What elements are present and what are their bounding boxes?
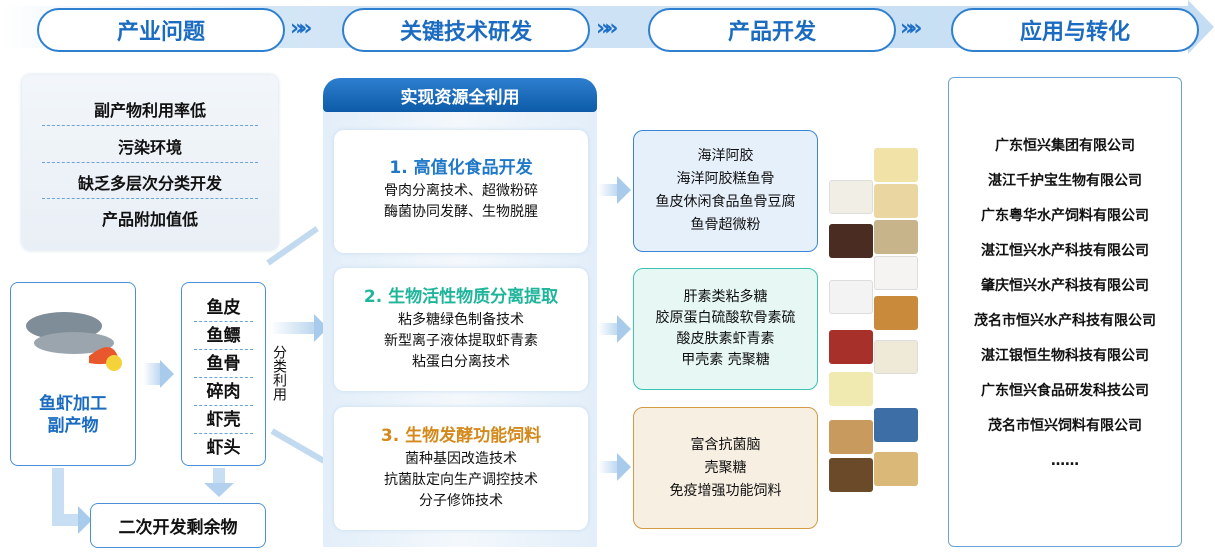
- product-item: 胶原蛋白硫酸软骨素硫: [655, 310, 796, 326]
- tech-card-food: 1. 高值化食品开发 骨肉分离技术、超微粉碎 酶菌协同发酵、生物脱腥: [334, 130, 588, 253]
- stage-product-dev: 产品开发: [648, 8, 896, 52]
- arrow: [143, 363, 161, 385]
- tech-line: 抗菌肽定向生产调控技术: [384, 472, 538, 488]
- problem-item: 产品附加值低: [101, 210, 198, 229]
- product-item: 肝素类粘多糖: [683, 289, 768, 305]
- arrow-down-icon: [204, 483, 234, 497]
- problem-item: 污染环境: [117, 138, 182, 157]
- stage-key-tech: 关键技术研发: [342, 8, 590, 52]
- company-item: 湛江千护宝生物有限公司: [988, 173, 1142, 189]
- arrow: [52, 468, 64, 526]
- residue-box: 二次开发剩余物: [90, 503, 266, 548]
- part-item: 鱼鳔: [206, 326, 241, 346]
- source-label: 鱼虾加工: [39, 394, 107, 414]
- tech-line: 粘蛋白分离技术: [412, 354, 510, 370]
- company-item: 肇庆恒兴水产科技有限公司: [981, 278, 1149, 294]
- arrow-to-tech3: [270, 428, 326, 464]
- product-photo: [874, 220, 918, 254]
- arrow-right-icon: [617, 453, 631, 481]
- tech-card-feed: 3. 生物发酵功能饲料 菌种基因改造技术 抗菌肽定向生产调控技术 分子修饰技术: [334, 407, 588, 530]
- product-photo: [874, 452, 918, 486]
- product-photo: [829, 180, 873, 214]
- product-item: 鱼皮休闲食品鱼骨豆腐: [655, 194, 796, 210]
- source-box: 鱼虾加工 副产物: [10, 282, 136, 466]
- company-item: 广东恒兴食品研发科技公司: [981, 383, 1149, 399]
- source-label: 副产物: [47, 416, 99, 436]
- tech-title: 1. 高值化食品开发: [389, 158, 533, 178]
- arrow-right-icon: [617, 176, 631, 204]
- problem-item: 缺乏多层次分类开发: [77, 174, 222, 193]
- arrow: [598, 184, 618, 196]
- problem-item: 副产物利用率低: [93, 101, 206, 120]
- tech-column-header: 实现资源全利用: [323, 78, 597, 112]
- product-box-food: 海洋阿胶 海洋阿胶糕鱼骨 鱼皮休闲食品鱼骨豆腐 鱼骨超微粉: [633, 130, 818, 252]
- product-photo: [829, 372, 873, 406]
- product-photo: [874, 408, 918, 442]
- tech-title: 2. 生物活性物质分离提取: [363, 287, 559, 307]
- tech-line: 菌种基因改造技术: [405, 451, 517, 467]
- tech-line: 酶菌协同发酵、生物脱腥: [384, 204, 538, 220]
- part-item: 虾壳: [206, 410, 241, 430]
- product-photo: [829, 280, 873, 314]
- companies-panel: 广东恒兴集团有限公司 湛江千护宝生物有限公司 广东粤华水产饲料有限公司 湛江恒兴…: [948, 77, 1182, 547]
- classify-label: 分类利用: [271, 345, 287, 401]
- product-item: 免疫增强功能饲料: [669, 482, 782, 499]
- arrow-right-icon: [160, 360, 174, 388]
- part-item: 鱼皮: [206, 298, 241, 318]
- product-photo: [829, 330, 873, 364]
- arrow: [52, 514, 80, 526]
- problems-panel: 副产物利用率低 污染环境 缺乏多层次分类开发 产品附加值低: [22, 75, 278, 250]
- product-box-feed: 富含抗菌脑 壳聚糖 免疫增强功能饲料: [633, 407, 818, 529]
- product-photo: [829, 224, 873, 258]
- tech-title: 3. 生物发酵功能饲料: [380, 426, 542, 446]
- chevron-icon: »»: [900, 16, 923, 41]
- product-item: 海洋阿胶糕鱼骨: [676, 171, 775, 187]
- company-item: 广东粤华水产饲料有限公司: [981, 208, 1149, 224]
- product-item: 海洋阿胶: [697, 148, 754, 164]
- company-item: 湛江恒兴水产科技有限公司: [981, 243, 1149, 259]
- arrow-to-tech2: [270, 322, 315, 334]
- arrow: [598, 323, 618, 335]
- part-item: 鱼骨: [206, 354, 241, 374]
- fish-shrimp-image: [26, 312, 122, 371]
- arrow-right-icon: [617, 315, 631, 343]
- product-photo: [874, 148, 918, 182]
- arrow: [213, 468, 225, 484]
- product-item: 壳聚糖: [704, 459, 747, 476]
- company-more: ……: [1051, 453, 1079, 469]
- tech-line: 新型离子液体提取虾青素: [384, 333, 538, 349]
- chevron-icon: »»: [290, 16, 313, 41]
- product-photo: [874, 340, 918, 374]
- tech-line: 粘多糖绿色制备技术: [398, 312, 524, 328]
- stage-application: 应用与转化: [951, 8, 1199, 52]
- arrow-right-icon: [78, 506, 92, 534]
- company-item: 茂名市恒兴水产科技有限公司: [974, 313, 1156, 329]
- product-photo: [829, 420, 873, 454]
- tech-line: 分子修饰技术: [419, 493, 503, 509]
- product-item: 甲壳素 壳聚糖: [681, 352, 770, 368]
- chevron-icon: »»: [596, 16, 619, 41]
- byproduct-parts-box: 鱼皮 鱼鳔 鱼骨 碎肉 虾壳 虾头: [181, 282, 266, 466]
- product-photo: [874, 184, 918, 218]
- stage-industry-problems: 产业问题: [37, 8, 285, 52]
- product-box-bioactive: 肝素类粘多糖 胶原蛋白硫酸软骨素硫 酸皮肤素虾青素 甲壳素 壳聚糖: [633, 268, 818, 390]
- part-item: 碎肉: [206, 382, 241, 402]
- tech-card-bioactive: 2. 生物活性物质分离提取 粘多糖绿色制备技术 新型离子液体提取虾青素 粘蛋白分…: [334, 268, 588, 391]
- part-item: 虾头: [206, 438, 241, 458]
- product-item: 酸皮肤素虾青素: [676, 331, 775, 347]
- product-photo: [874, 296, 918, 330]
- arrow: [598, 461, 618, 473]
- tech-line: 骨肉分离技术、超微粉碎: [384, 183, 538, 199]
- product-photo: [874, 256, 918, 290]
- product-item: 富含抗菌脑: [690, 436, 761, 453]
- company-item: 茂名市恒兴饲料有限公司: [988, 418, 1142, 434]
- product-photo: [829, 458, 873, 492]
- company-item: 广东恒兴集团有限公司: [995, 138, 1135, 154]
- company-item: 湛江银恒生物科技有限公司: [981, 348, 1149, 364]
- product-item: 鱼骨超微粉: [690, 217, 761, 233]
